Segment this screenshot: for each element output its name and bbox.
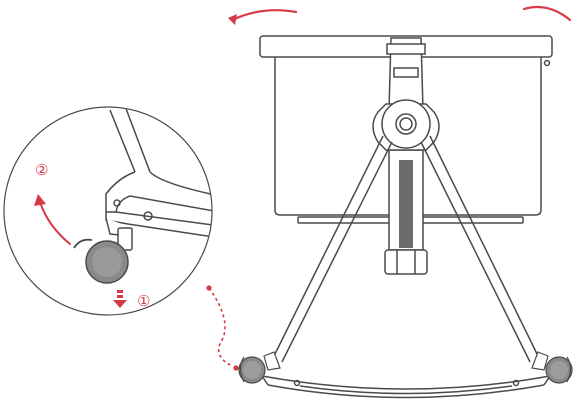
stand-legs: [271, 135, 541, 363]
pivot-hub: [372, 99, 440, 151]
caster-wheel-left: [238, 351, 281, 384]
central-column: [384, 37, 428, 275]
step-1-label: ①: [137, 292, 150, 310]
rotate-arrow-right: [522, 5, 572, 22]
step-1-press-arrow: [113, 290, 127, 308]
curved-base: [261, 375, 551, 399]
step-2-label: ②: [35, 161, 48, 179]
detail-circle: [3, 106, 213, 316]
step-2-rotate-arrow: [34, 194, 71, 245]
detail-leader-line: [206, 285, 239, 371]
caster-wheel-right: [531, 351, 573, 384]
rotate-arrow-left: [228, 9, 298, 25]
